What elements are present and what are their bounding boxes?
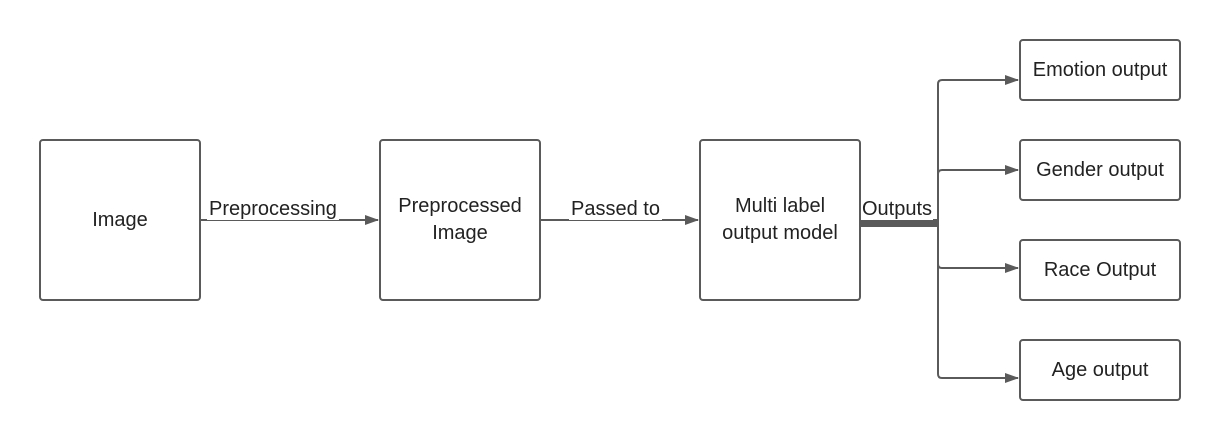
multi-label-model-node-label: Multi label output model	[722, 195, 838, 244]
arrow-model-to-age	[860, 225, 1019, 383]
image-node-label: Image	[92, 208, 148, 231]
emotion-output-node: Emotion output	[1019, 39, 1181, 101]
edge-label-preprocessing: Preprocessing	[207, 198, 339, 220]
race-output-node: Race Output	[1019, 239, 1181, 301]
age-output-node: Age output	[1019, 339, 1181, 401]
emotion-output-node-label: Emotion output	[1032, 58, 1168, 81]
race-output-node-label: Race Output	[1043, 258, 1157, 281]
multi-label-model-node: Multi label output model	[699, 139, 861, 301]
preprocessed-image-node: Preprocessed Image	[379, 139, 541, 301]
arrow-model-to-gender	[860, 165, 1019, 223]
arrow-model-to-emotion	[860, 75, 1019, 221]
gender-output-node-label: Gender output	[1036, 158, 1164, 181]
edge-label-passed-to: Passed to	[569, 198, 662, 220]
gender-output-node: Gender output	[1019, 139, 1181, 201]
edge-label-outputs: Outputs	[861, 198, 934, 220]
preprocessed-image-node-label: Preprocessed Image	[398, 195, 522, 244]
age-output-node-label: Age output	[1051, 358, 1149, 381]
image-node: Image	[39, 139, 201, 301]
